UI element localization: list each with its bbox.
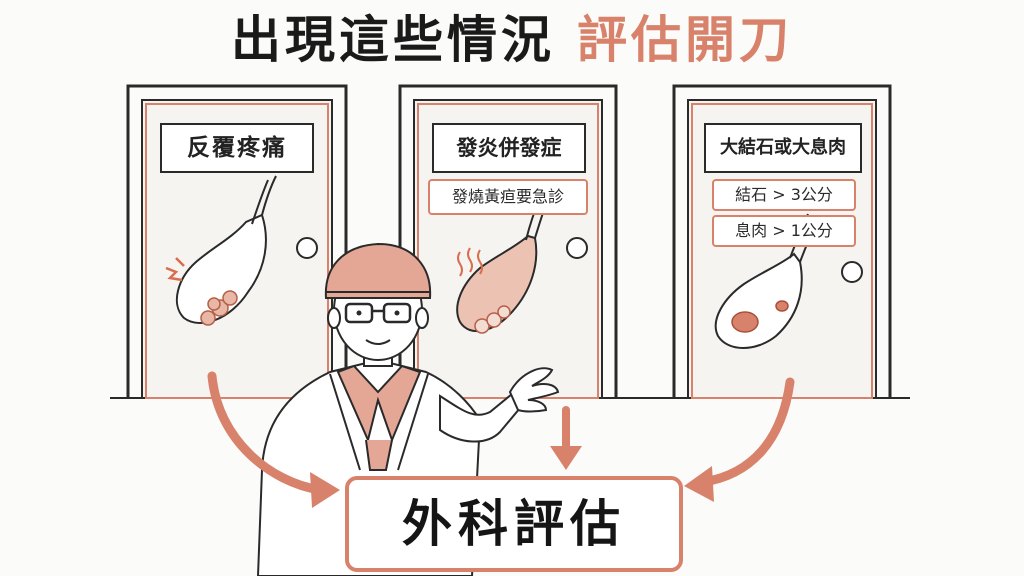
door-1-sign: 反覆疼痛 [160,123,314,173]
door-3-sign: 大結石或大息肉 [704,123,862,173]
arrow-center [550,406,582,470]
page-title: 出現這些情況評估開刀 [0,4,1024,76]
gallbladder-icon-1 [165,175,277,326]
door-3-tag-1: 結石 > 3公分 [712,179,856,211]
arrow-left [207,371,340,508]
arrow-right [684,377,795,502]
door-2-tag-1: 發燒黃疸要急診 [428,179,588,215]
gallbladder-icon-2 [456,193,551,334]
door-2-sign: 發炎併發症 [432,123,586,173]
title-accent: 評估開刀 [577,11,793,69]
door-3-tag-2: 息肉 > 1公分 [712,215,856,247]
surgical-evaluation-box: 外科評估 [345,476,683,572]
door-knob-2 [566,237,588,259]
title-main: 出現這些情況 [231,11,555,69]
door-knob-1 [296,237,318,259]
door-knob-3 [841,261,863,283]
